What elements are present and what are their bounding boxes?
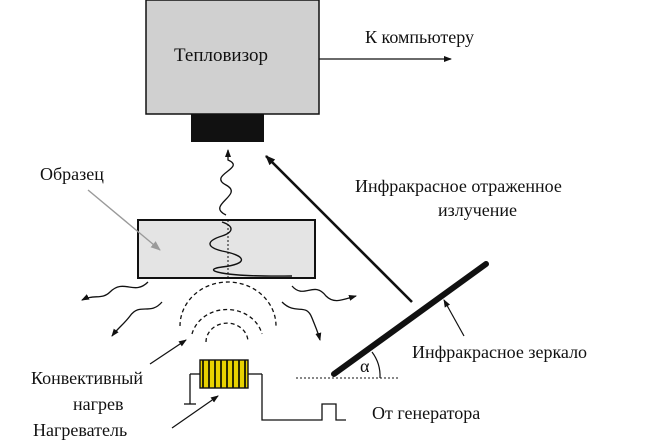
mirror-angle-arc [371, 351, 381, 379]
sample-block [137, 219, 316, 279]
camera-lens [191, 114, 264, 142]
heat-arrow-left-lower [111, 301, 163, 337]
mirror-angle-label: α [360, 356, 370, 376]
thermal-camera: Тепловизор [145, 0, 320, 142]
reflected-ir-radiation: Инфракрасное отраженное излучение [265, 155, 562, 303]
convective-heat-arcs [179, 281, 277, 343]
heat-arc-inner [205, 322, 249, 343]
reflected-ir-arrow [265, 155, 413, 303]
heat-arrow-left-upper [81, 281, 149, 301]
heater: От генератора [184, 359, 480, 423]
heat-arc-outer [179, 281, 277, 327]
heater-label: Нагреватель [33, 420, 127, 440]
camera-label: Тепловизор [174, 45, 268, 66]
to-computer-label: К компьютеру [365, 27, 474, 47]
mirror-pointer [443, 299, 465, 337]
heat-arc-middle [191, 308, 263, 335]
sample: Образец [40, 164, 316, 279]
heater-pointer [171, 395, 219, 429]
left-labels: Конвективный нагрев Нагреватель [31, 339, 219, 440]
sample-label: Образец [40, 164, 104, 184]
mirror-plate [331, 261, 489, 377]
camera-body [145, 0, 320, 115]
mirror-label: Инфракрасное зеркало [412, 342, 587, 362]
reflected-ir-label-line2: излучение [438, 200, 517, 220]
heat-dissipation-arrows [81, 281, 357, 341]
generator-label: От генератора [372, 403, 480, 423]
ir-mirror: α Инфракрасное зеркало [296, 261, 587, 379]
reflected-ir-label-line1: Инфракрасное отраженное [355, 176, 562, 196]
emitted-radiation-wave [219, 149, 234, 216]
heater-coil [199, 359, 249, 389]
thermal-wave-in-sample [209, 221, 293, 277]
convective-label-line2: нагрев [73, 394, 124, 414]
to-computer-output: К компьютеру [319, 27, 474, 62]
generator-wire [261, 374, 346, 421]
sample-pointer [87, 189, 161, 251]
convective-label-line1: Конвективный [31, 368, 143, 388]
convective-pointer [149, 339, 187, 365]
heat-arrow-right-lower [281, 301, 322, 341]
heat-arrow-right-upper [291, 285, 357, 302]
